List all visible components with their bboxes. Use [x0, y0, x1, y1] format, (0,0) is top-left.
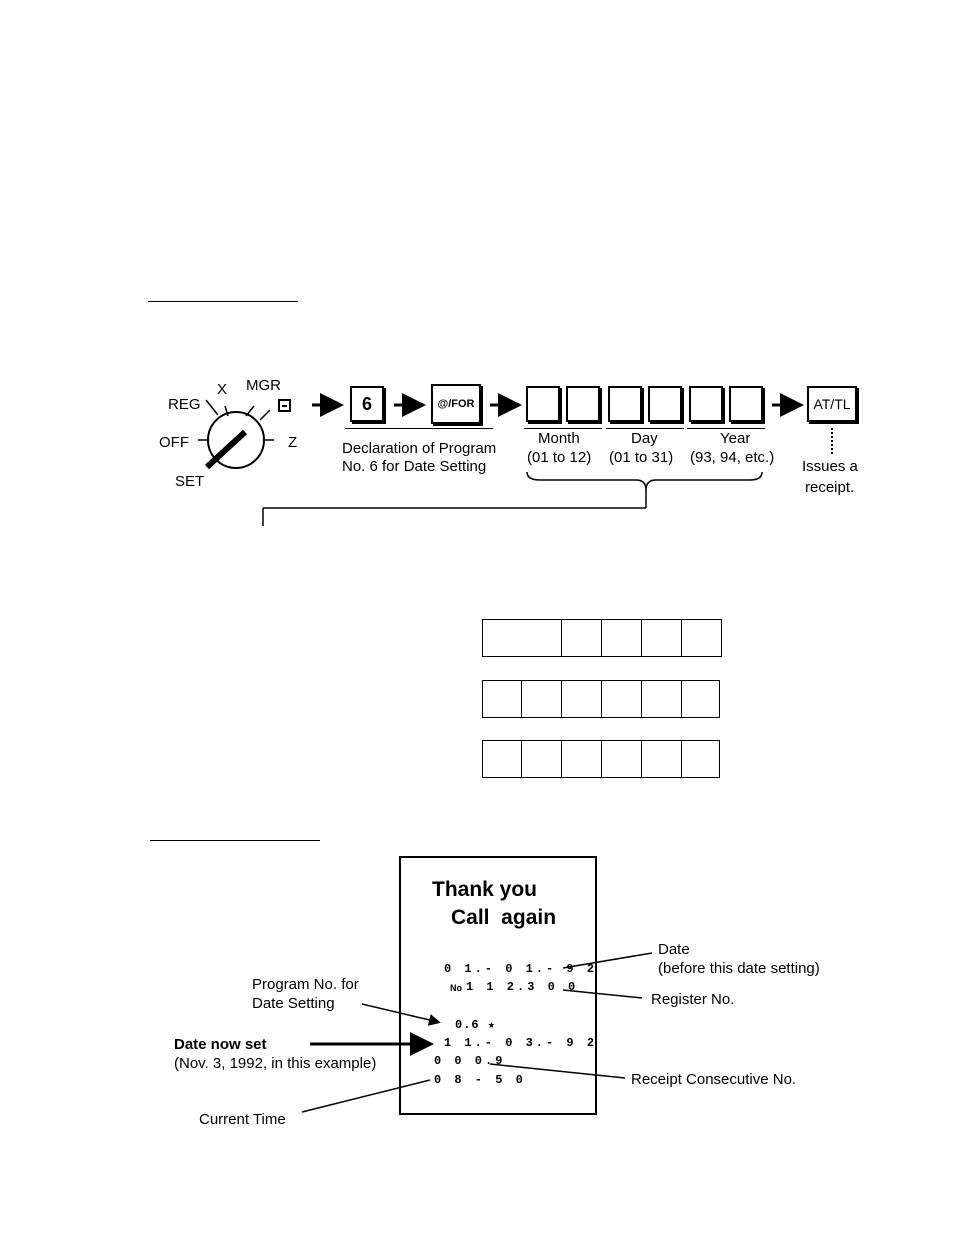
declaration-label-1: Declaration of Program — [342, 440, 497, 457]
grid-cell — [681, 619, 722, 657]
callout-register-no: Register No. — [651, 991, 735, 1008]
grid-cell — [561, 619, 602, 657]
receipt-line-new-date: 1 1.- 0 3.- 9 2 — [444, 1036, 598, 1050]
grid-cell — [601, 740, 642, 778]
dial-label-mgr: MGR — [246, 377, 281, 394]
receipt-paper — [399, 856, 597, 1115]
callout-receipt-consecutive: Receipt Consecutive No. — [631, 1071, 797, 1088]
receipt-line-program: 0.6 ★ — [455, 1018, 497, 1032]
section-underline-receipt — [150, 840, 320, 841]
grid-cell — [482, 680, 522, 718]
attl-dotted-line — [831, 428, 833, 454]
month-label: Month — [538, 430, 580, 447]
grid-cell — [521, 740, 562, 778]
worksheet-grid-3 — [482, 740, 720, 778]
key-6-button[interactable]: 6 — [350, 386, 384, 422]
key-attl-button[interactable]: AT/TL — [807, 386, 857, 422]
receipt-thank-you: Thank you — [432, 878, 538, 901]
day-label: Day — [631, 430, 658, 447]
grid-cell — [561, 740, 602, 778]
year-range: (93, 94, etc.) — [690, 449, 775, 466]
callout-program-1: Program No. for — [252, 976, 359, 993]
dial-label-z: Z — [288, 434, 298, 451]
grid-cell — [681, 740, 720, 778]
year-label: Year — [720, 430, 751, 447]
grid-cell — [482, 619, 562, 657]
receipt-line-consecutive: 0 0 0.9 — [434, 1054, 506, 1068]
year-underline — [687, 428, 765, 429]
callout-date-now-set: Date now set — [174, 1036, 267, 1053]
dial-label-off: OFF — [159, 434, 189, 451]
receipt-call-again: Call again — [451, 906, 557, 929]
day-underline — [606, 428, 684, 429]
declaration-label-2: No. 6 for Date Setting — [342, 458, 487, 475]
month-digit-2[interactable] — [566, 386, 600, 422]
grid-cell — [482, 740, 522, 778]
grid-cell — [641, 680, 682, 718]
grid-cell — [601, 619, 642, 657]
issues-receipt-label-2: receipt. — [805, 479, 855, 496]
callout-date-now-set-example: (Nov. 3, 1992, in this example) — [174, 1055, 377, 1072]
dial-label-reg: REG — [168, 396, 201, 413]
date-brace — [262, 471, 763, 526]
issues-receipt-label-1: Issues a — [802, 458, 858, 475]
grid-cell — [601, 680, 642, 718]
section-underline-procedure — [148, 301, 298, 302]
day-range: (01 to 31) — [609, 449, 674, 466]
grid-cell — [561, 680, 602, 718]
month-range: (01 to 12) — [527, 449, 592, 466]
grid-cell — [641, 619, 682, 657]
worksheet-grid-2 — [482, 680, 720, 718]
worksheet-grid-1 — [482, 619, 722, 657]
dial-minus-icon — [278, 399, 291, 412]
callout-lines — [301, 952, 653, 1113]
dial-label-set: SET — [175, 473, 205, 490]
year-digit-1[interactable] — [689, 386, 723, 422]
receipt-register-prefix: No — [450, 983, 462, 993]
dial-label-x: X — [217, 381, 228, 398]
receipt-line-date: 0 1.- 0 1.- 9 2 — [444, 962, 598, 976]
callout-current-time: Current Time — [199, 1111, 286, 1128]
callout-date-1: Date — [658, 941, 690, 958]
month-digit-1[interactable] — [526, 386, 560, 422]
year-digit-2[interactable] — [729, 386, 763, 422]
month-underline — [524, 428, 602, 429]
declaration-underline — [345, 428, 493, 429]
day-digit-1[interactable] — [608, 386, 642, 422]
receipt-line-register: 1 1 2.3 0 0 — [466, 980, 579, 994]
mode-switch-dial — [198, 399, 274, 470]
callout-date-2: (before this date setting) — [658, 960, 820, 977]
key-for-button[interactable]: @/FOR — [431, 384, 481, 424]
grid-cell — [681, 680, 720, 718]
sequence-arrows — [312, 393, 804, 417]
grid-cell — [521, 680, 562, 718]
callout-program-2: Date Setting — [252, 995, 335, 1012]
grid-cell — [641, 740, 682, 778]
receipt-line-time: 0 8 - 5 0 — [434, 1073, 526, 1087]
day-digit-2[interactable] — [648, 386, 682, 422]
